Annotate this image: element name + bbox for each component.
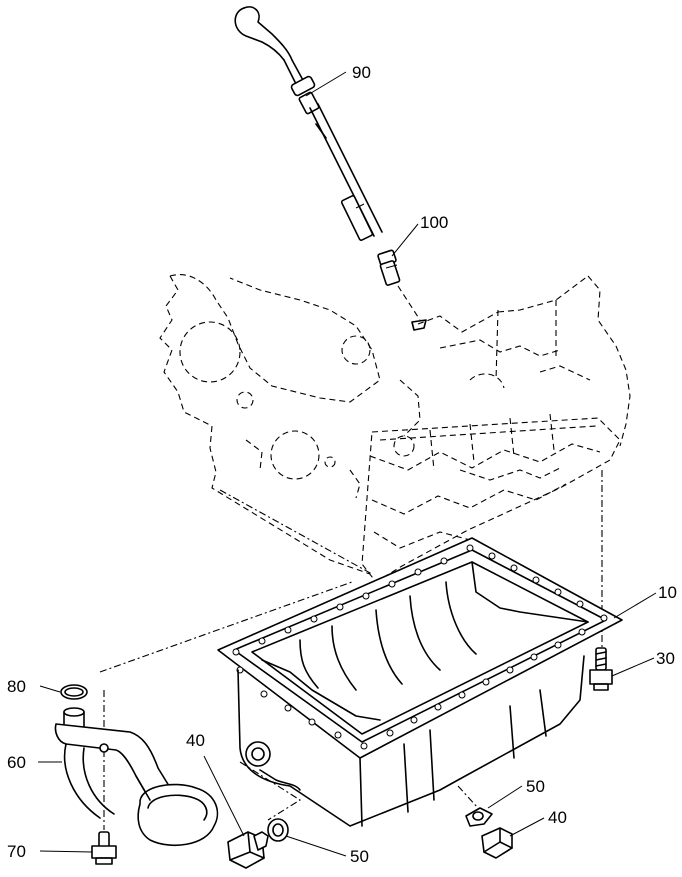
callout-50-drain-washer: 50 [350, 847, 369, 866]
strainer-bolt [91, 831, 117, 865]
dipstick-guide-tube [377, 249, 427, 331]
block-lower-face [361, 413, 621, 583]
callout-70: 70 [7, 842, 26, 861]
engine-block-outline [159, 274, 631, 575]
oil-strainer [54, 707, 219, 847]
callout-10: 10 [658, 583, 677, 602]
leader-lines [38, 71, 657, 857]
callout-40-side-plug: 40 [548, 808, 567, 827]
callout-labels: 90 100 10 30 80 60 70 40 50 50 40 [7, 63, 677, 866]
drain-plug [227, 831, 269, 869]
callout-30: 30 [656, 649, 675, 668]
oil-pan [217, 537, 623, 827]
o-ring [60, 684, 88, 700]
callout-60: 60 [7, 753, 26, 772]
side-plug [481, 827, 513, 859]
pan-bolt [589, 647, 613, 691]
gasket-bolt-holes [232, 544, 608, 750]
dipstick [234, 6, 383, 241]
side-washer [465, 807, 493, 827]
drain-washer [267, 818, 289, 842]
callout-50-side-washer: 50 [526, 777, 545, 796]
callout-90: 90 [352, 63, 371, 82]
callout-100: 100 [420, 213, 448, 232]
callout-40-drain-plug: 40 [186, 731, 205, 750]
callout-80: 80 [7, 677, 26, 696]
